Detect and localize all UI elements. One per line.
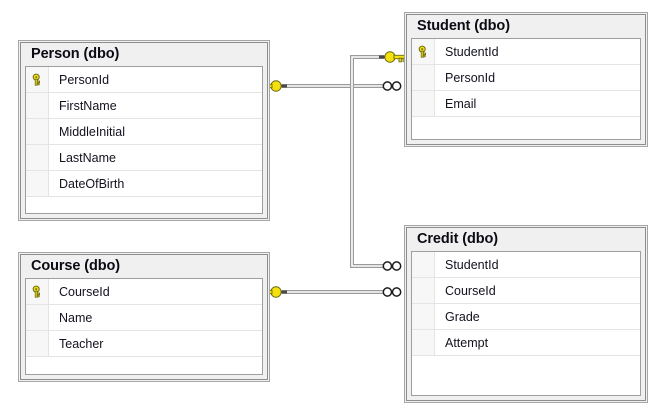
column-name: Grade	[445, 309, 480, 324]
key-cell-empty	[412, 91, 435, 116]
column-row[interactable]: Email	[412, 91, 640, 117]
primary-key-icon	[26, 67, 49, 92]
column-name: CourseId	[445, 283, 496, 298]
column-row[interactable]: PersonId	[26, 67, 262, 93]
key-cell-empty	[26, 357, 49, 374]
table-title: Person (dbo)	[21, 43, 267, 66]
column-name: MiddleInitial	[59, 124, 126, 139]
column-row[interactable]: StudentId	[412, 39, 640, 65]
key-cell-empty	[26, 331, 49, 356]
column-row[interactable]: DateOfBirth	[26, 171, 262, 197]
column-name-empty	[435, 356, 640, 395]
key-cell-empty	[26, 171, 49, 196]
key-cell-empty	[412, 278, 435, 303]
column-row[interactable]: CourseId	[26, 279, 262, 305]
many-side-infinity-icon	[382, 287, 402, 297]
column-name-empty	[435, 117, 640, 139]
key-cell-empty	[26, 93, 49, 118]
column-name: PersonId	[445, 70, 496, 85]
key-cell-empty	[26, 305, 49, 330]
key-cell-empty	[412, 65, 435, 90]
table-title: Credit (dbo)	[407, 228, 645, 251]
table-title: Student (dbo)	[407, 15, 645, 38]
empty-row[interactable]	[26, 357, 262, 374]
primary-key-icon	[26, 279, 49, 304]
column-row[interactable]: Grade	[412, 304, 640, 330]
empty-row[interactable]	[412, 117, 640, 139]
column-row[interactable]: Name	[26, 305, 262, 331]
column-name: Email	[445, 96, 477, 111]
column-name: Teacher	[59, 336, 104, 351]
column-name: FirstName	[59, 98, 117, 113]
empty-row[interactable]	[412, 356, 640, 395]
column-row[interactable]: CourseId	[412, 278, 640, 304]
key-cell-empty	[412, 330, 435, 355]
column-row[interactable]: LastName	[26, 145, 262, 171]
key-cell-empty	[26, 119, 49, 144]
one-side-key-icon	[377, 50, 407, 64]
column-row[interactable]: Attempt	[412, 330, 640, 356]
key-cell-empty	[412, 304, 435, 329]
key-cell-empty	[26, 145, 49, 170]
column-name-empty	[49, 197, 262, 213]
relationship-student-credit[interactable]	[350, 50, 407, 271]
column-name: PersonId	[59, 72, 110, 87]
key-cell-empty	[412, 117, 435, 139]
empty-row[interactable]	[26, 197, 262, 213]
many-side-infinity-icon	[382, 81, 402, 91]
column-name: LastName	[59, 150, 116, 165]
column-row[interactable]: Teacher	[26, 331, 262, 357]
table-title: Course (dbo)	[21, 255, 267, 278]
column-name: Name	[59, 310, 93, 325]
column-name: StudentId	[445, 44, 499, 59]
column-name-empty	[49, 357, 262, 374]
key-cell-empty	[412, 356, 435, 395]
relationship-course-credit[interactable]	[259, 285, 402, 299]
key-cell-empty	[26, 197, 49, 213]
column-row[interactable]: MiddleInitial	[26, 119, 262, 145]
many-side-infinity-icon	[382, 261, 402, 271]
column-name: DateOfBirth	[59, 176, 125, 191]
relationship-person-student[interactable]	[259, 79, 402, 93]
primary-key-icon	[412, 39, 435, 64]
column-name: CourseId	[59, 284, 110, 299]
column-row[interactable]: PersonId	[412, 65, 640, 91]
column-name: StudentId	[445, 257, 499, 272]
column-row[interactable]: StudentId	[412, 252, 640, 278]
column-name: Attempt	[445, 335, 489, 350]
key-cell-empty	[412, 252, 435, 277]
column-row[interactable]: FirstName	[26, 93, 262, 119]
